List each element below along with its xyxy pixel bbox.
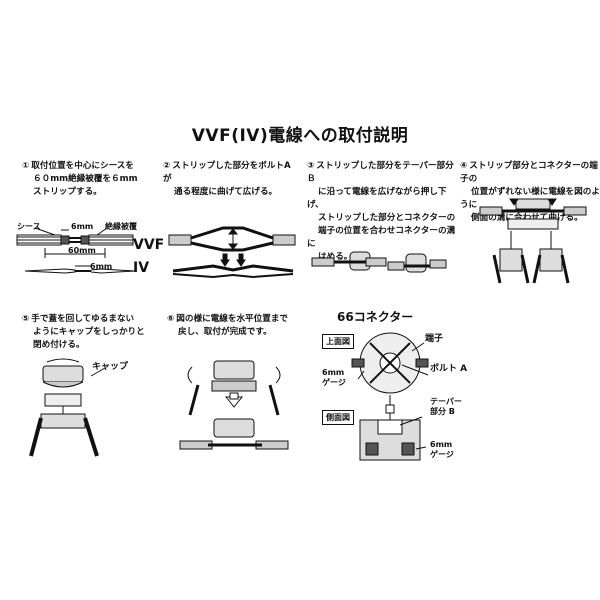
label-side-view: 側面図	[322, 410, 354, 425]
label-6mm-gauge-side: 6mm ゲージ	[430, 440, 454, 459]
step-6-number: ⑥	[167, 314, 175, 324]
step-4-number: ④	[460, 161, 468, 171]
label-vvf: VVF	[133, 237, 165, 253]
figure-bend-wire	[168, 226, 296, 279]
label-cap: キャップ	[92, 362, 129, 372]
label-6mm-top: 6mm	[71, 222, 94, 231]
figure-close-cap	[29, 358, 106, 457]
connector-title: 66コネクター	[337, 310, 414, 324]
label-terminal: 端子	[425, 334, 444, 344]
label-iv: IV	[133, 260, 150, 276]
step-3-number: ③	[307, 161, 315, 171]
label-sheath: シース	[17, 222, 41, 231]
label-top-view: 上面図	[322, 334, 354, 349]
label-6mm-bottom: 6mm	[90, 262, 113, 271]
figure-press-connector	[311, 251, 447, 273]
label-60mm: 60mm	[68, 246, 96, 255]
step-1-number: ①	[22, 161, 30, 171]
figure-connector-diagram	[351, 332, 429, 461]
label-6mm-gauge-top: 6mm ゲージ	[322, 368, 346, 387]
step-2-number: ②	[163, 161, 171, 171]
figure-strip-dimensions	[16, 227, 136, 274]
label-bolt-a: ボルト A	[430, 364, 468, 374]
label-taper-b: テーパー 部分 B	[430, 397, 462, 416]
figure-side-grooves	[479, 198, 587, 284]
page-title: VVF(IV)電線への取付説明	[191, 126, 409, 146]
step-5-number: ⑤	[22, 314, 30, 324]
label-insulation: 絶縁被覆	[105, 222, 137, 231]
figure-restore-horizontal	[179, 360, 289, 450]
